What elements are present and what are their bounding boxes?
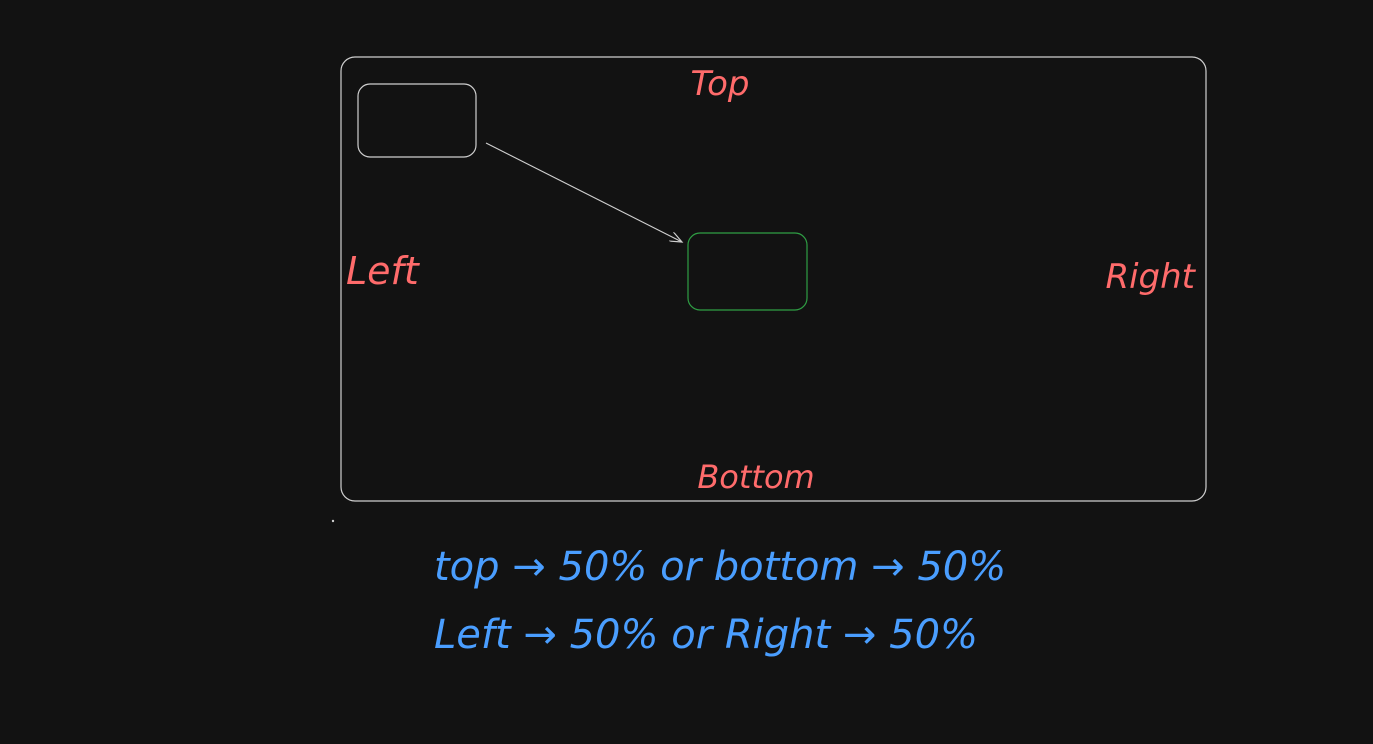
label-top: Top: [691, 64, 750, 104]
label-bottom: Bottom: [697, 458, 814, 496]
move-arrow: [485, 142, 682, 242]
stray-dot: [331, 519, 335, 523]
label-left: Left: [346, 249, 421, 293]
centered-box: [687, 232, 808, 311]
source-box: [357, 83, 477, 158]
note-line-top-bottom: top → 50% or bottom → 50%: [434, 544, 1006, 590]
container-frame: [340, 56, 1207, 502]
label-right: Right: [1105, 257, 1196, 297]
note-line-left-right: Left → 50% or Right → 50%: [434, 612, 978, 658]
